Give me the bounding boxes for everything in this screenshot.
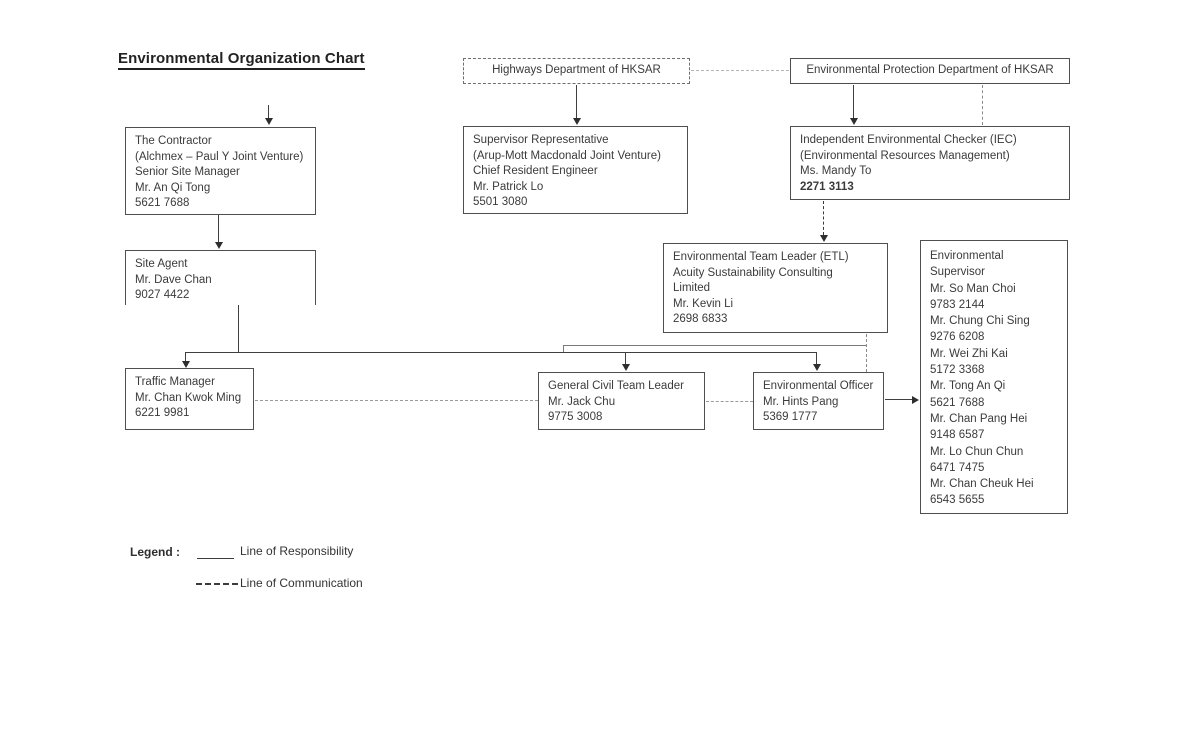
traffic-phone: 6221 9981 — [135, 407, 190, 420]
env-sup-role-1: Environmental — [930, 250, 1004, 262]
box-site-agent: Site Agent Mr. Dave Chan 9027 4422 — [125, 250, 316, 305]
eo-role: Environmental Officer — [763, 380, 874, 392]
iec-person: Ms. Mandy To — [800, 165, 872, 178]
env-sup-person-3: Mr. Wei Zhi Kai — [930, 347, 1008, 360]
eo-person: Mr. Hints Pang — [763, 395, 839, 408]
box-environmental-supervisor: Environmental Supervisor Mr. So Man Choi… — [920, 240, 1068, 514]
env-sup-phone-7: 6543 5655 — [930, 494, 985, 507]
contractor-company: (Alchmex – Paul Y Joint Venture) — [135, 150, 304, 163]
contractor-position: Senior Site Manager — [135, 166, 240, 179]
arrowhead-env-supervisor — [912, 395, 919, 404]
box-highways-department-label: Highways Department of HKSAR — [492, 64, 661, 77]
iec-company: (Environmental Resources Management) — [800, 149, 1010, 162]
arrowhead-eo — [812, 364, 821, 371]
iec-phone: 2271 3113 — [800, 180, 854, 193]
box-epd-label: Environmental Protection Department of H… — [806, 64, 1054, 77]
etl-company-1: Acuity Sustainability Consulting — [673, 266, 833, 279]
legend-solid-line-sample — [197, 558, 234, 559]
connector-title-to-contractor — [268, 105, 269, 119]
env-sup-phone-1: 9783 2144 — [930, 298, 985, 311]
supervisor-role: Supervisor Representative — [473, 134, 609, 146]
connector-epd-iec-communication — [982, 85, 983, 125]
legend-communication-text: Line of Communication — [240, 576, 363, 590]
arrowhead-etl — [819, 235, 828, 242]
legend-responsibility-text: Line of Responsibility — [240, 544, 354, 558]
contractor-role: The Contractor — [135, 135, 212, 147]
env-sup-role-2: Supervisor — [930, 266, 985, 279]
legend-dashed-line-sample — [196, 583, 238, 585]
arrowhead-supervisor — [572, 118, 581, 125]
connector-contractor-to-site-agent — [218, 215, 219, 243]
connector-upper-line-joint — [563, 345, 564, 352]
box-traffic-manager: Traffic Manager Mr. Chan Kwok Ming 6221 … — [125, 368, 254, 430]
contractor-phone: 5621 7688 — [135, 197, 190, 210]
etl-phone: 2698 6833 — [673, 313, 728, 326]
legend-label: Legend : — [130, 545, 180, 559]
site-agent-role: Site Agent — [135, 258, 188, 270]
env-sup-phone-2: 9276 6208 — [930, 331, 985, 344]
connector-distribution-line — [185, 352, 816, 353]
connector-eo-to-env-supervisor — [885, 399, 913, 400]
connector-iec-to-etl — [823, 201, 824, 235]
supervisor-person: Mr. Patrick Lo — [473, 180, 544, 193]
env-sup-person-6: Mr. Lo Chun Chun — [930, 445, 1024, 458]
supervisor-company: (Arup-Mott Macdonald Joint Venture) — [473, 149, 661, 162]
connector-site-agent-down — [238, 305, 239, 352]
connector-gctl-eo-communication — [706, 401, 753, 402]
box-highways-department: Highways Department of HKSAR — [463, 58, 690, 84]
iec-role: Independent Environmental Checker (IEC) — [800, 134, 1017, 146]
box-general-civil-team-leader: General Civil Team Leader Mr. Jack Chu 9… — [538, 372, 705, 430]
env-sup-person-2: Mr. Chung Chi Sing — [930, 315, 1030, 328]
env-sup-person-4: Mr. Tong An Qi — [930, 380, 1006, 393]
gctl-person: Mr. Jack Chu — [548, 395, 616, 408]
env-sup-person-1: Mr. So Man Choi — [930, 282, 1016, 295]
box-environmental-team-leader: Environmental Team Leader (ETL) Acuity S… — [663, 243, 888, 333]
env-sup-phone-4: 5621 7688 — [930, 396, 985, 409]
traffic-role: Traffic Manager — [135, 376, 215, 388]
etl-person: Mr. Kevin Li — [673, 297, 734, 310]
site-agent-phone: 9027 4422 — [135, 289, 190, 302]
arrowhead-contractor — [264, 118, 273, 125]
connector-drop-eo — [816, 352, 817, 365]
env-sup-phone-3: 5172 3368 — [930, 364, 985, 377]
env-sup-person-5: Mr. Chan Pang Hei — [930, 412, 1028, 425]
box-environmental-protection-department: Environmental Protection Department of H… — [790, 58, 1070, 84]
etl-role: Environmental Team Leader (ETL) — [673, 251, 849, 263]
connector-upper-line — [563, 345, 866, 346]
connector-drop-traffic-manager — [185, 352, 186, 362]
connector-drop-gctl — [625, 352, 626, 365]
page-title: Environmental Organization Chart — [118, 50, 365, 70]
traffic-person: Mr. Chan Kwok Ming — [135, 391, 242, 404]
eo-phone: 5369 1777 — [763, 411, 818, 424]
connector-highways-to-supervisor — [576, 85, 577, 119]
connector-epd-to-iec — [853, 85, 854, 119]
supervisor-position: Chief Resident Engineer — [473, 165, 598, 178]
supervisor-phone: 5501 3080 — [473, 196, 528, 209]
site-agent-person: Mr. Dave Chan — [135, 273, 212, 286]
gctl-role: General Civil Team Leader — [548, 380, 684, 392]
gctl-phone: 9775 3008 — [548, 411, 603, 424]
box-environmental-officer: Environmental Officer Mr. Hints Pang 536… — [753, 372, 884, 430]
box-independent-environmental-checker: Independent Environmental Checker (IEC) … — [790, 126, 1070, 200]
arrowhead-traffic-manager — [181, 361, 190, 368]
connector-etl-eo-communication — [866, 334, 867, 372]
env-sup-phone-6: 6471 7475 — [930, 461, 985, 474]
env-sup-phone-5: 9148 6587 — [930, 429, 985, 442]
connector-traffic-gctl-communication — [255, 400, 538, 401]
etl-company-2: Limited — [673, 282, 711, 295]
connector-highways-epd-communication — [691, 70, 789, 71]
env-sup-person-7: Mr. Chan Cheuk Hei — [930, 478, 1034, 491]
contractor-person: Mr. An Qi Tong — [135, 181, 211, 194]
arrowhead-gctl — [621, 364, 630, 371]
box-supervisor-representative: Supervisor Representative (Arup-Mott Mac… — [463, 126, 688, 214]
arrowhead-iec — [849, 118, 858, 125]
box-contractor: The Contractor (Alchmex – Paul Y Joint V… — [125, 127, 316, 215]
arrowhead-site-agent — [214, 242, 223, 249]
